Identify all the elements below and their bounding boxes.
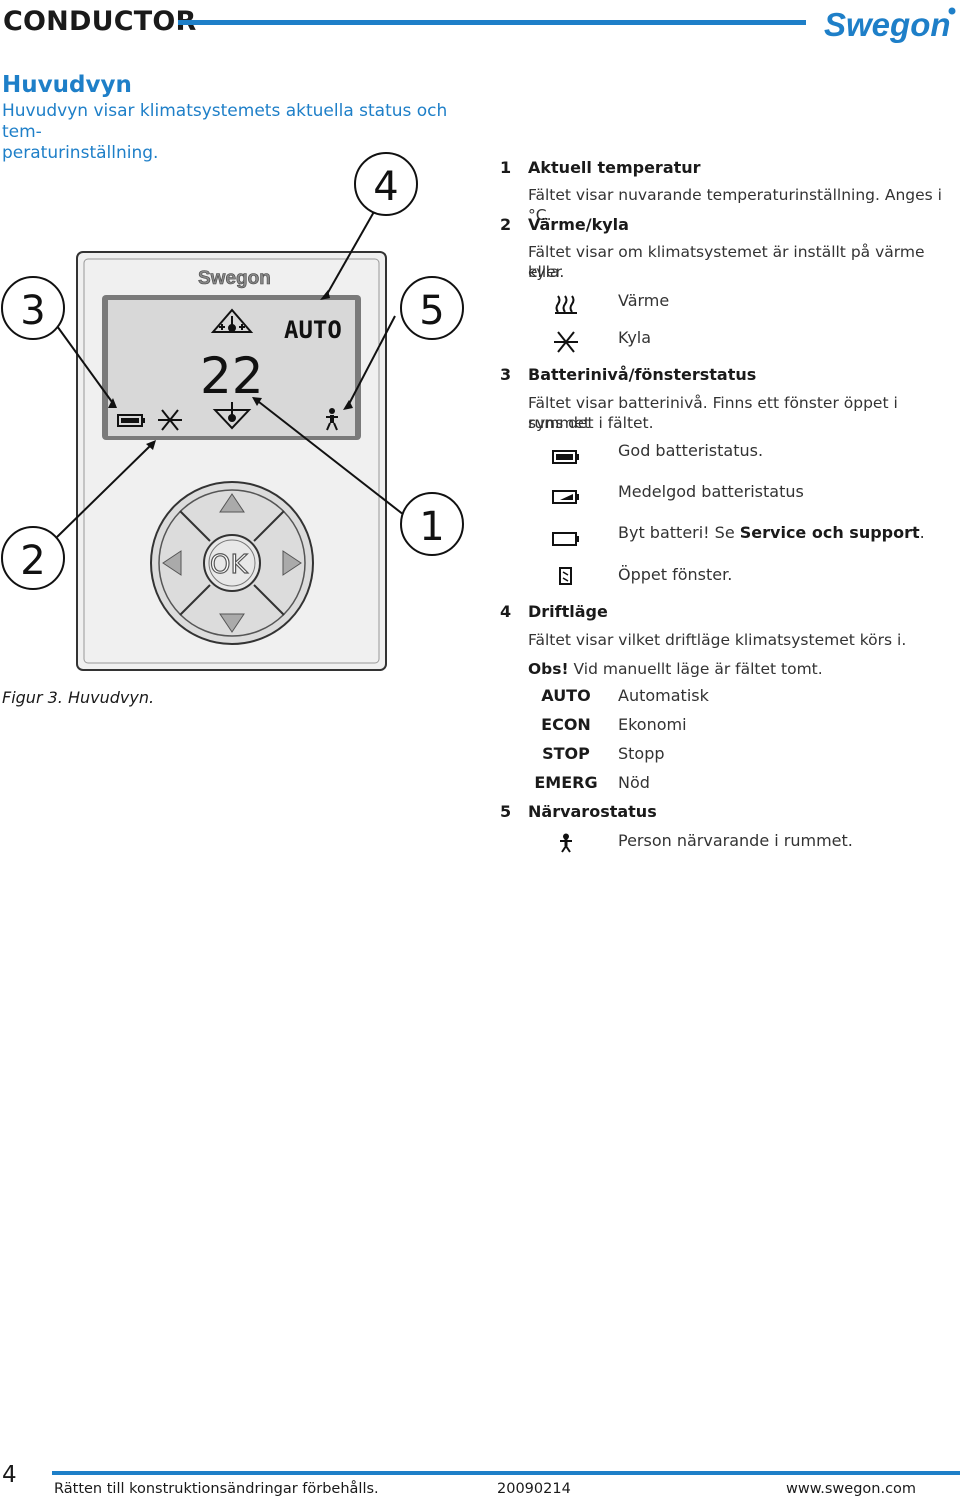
- callout-5: 5: [400, 276, 464, 340]
- page-number: 4: [2, 1462, 17, 1488]
- mode-label: Ekonomi: [618, 715, 687, 734]
- item-desc: Fältet visar batterinivå. Finns ett föns…: [528, 394, 898, 432]
- heat-label: Värme: [618, 291, 670, 310]
- callout-4: 4: [354, 152, 418, 216]
- snowflake-icon: [158, 409, 182, 431]
- footer-notice: Rätten till konstruktionsändringar förbe…: [54, 1481, 379, 1497]
- arrow-down-icon: [219, 613, 245, 633]
- item-title: Driftläge: [528, 602, 608, 621]
- battery-low-end: .: [919, 523, 925, 542]
- item-title: Närvarostatus: [528, 802, 657, 821]
- item-number: 3: [500, 365, 512, 384]
- footer-url[interactable]: www.swegon.com: [786, 1481, 917, 1497]
- arrow-left-icon: [162, 550, 182, 576]
- thermometer-icon: [210, 308, 254, 333]
- note-text: Vid manuellt läge är fältet tomt.: [568, 660, 823, 678]
- item-desc: Fältet visar nuvarande temperaturinställ…: [528, 186, 942, 224]
- item-title: Värme/kyla: [528, 215, 629, 234]
- svg-text:4: 4: [373, 164, 398, 210]
- figure-caption: Figur 3. Huvudvyn.: [2, 688, 155, 707]
- heat-icon: [555, 295, 577, 314]
- arrow-up-icon: [219, 493, 245, 513]
- intro-line: peraturinställning.: [2, 143, 159, 163]
- person-icon: [326, 408, 338, 431]
- header-rule: [178, 20, 806, 25]
- section-intro: Huvudvyn visar klimatsystemets aktuella …: [2, 101, 472, 164]
- item-number: 4: [500, 602, 512, 621]
- ok-label: OK: [210, 550, 248, 580]
- person-icon: [560, 833, 572, 853]
- svg-text:2: 2: [20, 538, 45, 584]
- callout-2: 2: [1, 526, 65, 590]
- mode-code: STOP: [542, 744, 590, 763]
- mode-code: EMERG: [534, 773, 598, 792]
- swegon-logo: Swegon: [824, 6, 956, 43]
- lcd-temperature: 22: [200, 347, 264, 405]
- document-title: CONDUCTOR: [3, 6, 197, 37]
- item-title: Aktuell temperatur: [528, 158, 701, 177]
- service-support-link[interactable]: Service och support: [739, 523, 920, 542]
- footer-rule: [52, 1471, 960, 1475]
- battery-low-text: Byt batteri! Se: [618, 523, 740, 542]
- battery-low-label: Byt batteri! Se Service och support.: [618, 523, 925, 542]
- item-number: 1: [500, 158, 512, 177]
- callout-3: 3: [1, 276, 65, 340]
- svg-text:5: 5: [419, 288, 444, 334]
- battery-full-icon: [552, 450, 579, 464]
- battery-icon: [117, 414, 145, 427]
- callout-1: 1: [400, 492, 464, 556]
- mode-code: ECON: [541, 715, 591, 734]
- cool-label: Kyla: [618, 328, 652, 347]
- arrow-right-icon: [282, 550, 302, 576]
- battery-empty-icon: [552, 532, 579, 546]
- intro-line: Huvudvyn visar klimatsystemets aktuella …: [2, 101, 448, 142]
- ok-button: [203, 534, 261, 592]
- item-desc: syns det i fältet.: [528, 414, 654, 432]
- item-note: Obs! Vid manuellt läge är fältet tomt.: [528, 659, 823, 679]
- item-title: Batterinivå/fönsterstatus: [528, 365, 757, 384]
- mode-label: Stopp: [618, 744, 665, 763]
- swegon-logo-text: Swegon: [824, 6, 951, 43]
- thermostat-figure: Swegon AUTO 22 OK 3 4 5 1 2: [1, 152, 464, 671]
- item-desc: Fältet visar om klimatsystemet är instäl…: [528, 243, 925, 281]
- mode-label: Automatisk: [618, 686, 709, 705]
- open-window-icon: [559, 567, 572, 585]
- lcd-mode: AUTO: [284, 316, 342, 344]
- presence-label: Person närvarande i rummet.: [618, 831, 853, 850]
- battery-medium-label: Medelgod batteristatus: [618, 482, 804, 501]
- battery-good-label: God batteristatus.: [618, 441, 764, 460]
- svg-text:1: 1: [419, 504, 444, 550]
- item-number: 2: [500, 215, 512, 234]
- footer-date: 20090214: [497, 1481, 571, 1497]
- item-desc: kyla.: [528, 263, 565, 281]
- item-desc: Fältet visar vilket driftläge klimatsyst…: [528, 631, 907, 649]
- section-heading: Huvudvyn: [2, 72, 132, 98]
- snowflake-icon: [554, 331, 578, 353]
- svg-text:3: 3: [20, 288, 45, 334]
- mode-label: Nöd: [618, 773, 650, 792]
- item-number: 5: [500, 802, 512, 821]
- window-open-label: Öppet fönster.: [618, 565, 733, 584]
- device-logo: Swegon: [198, 268, 271, 289]
- battery-medium-icon: [552, 490, 579, 504]
- note-label: Obs!: [528, 660, 569, 678]
- mode-code: AUTO: [541, 686, 591, 705]
- thermometer-down-icon: [212, 402, 252, 430]
